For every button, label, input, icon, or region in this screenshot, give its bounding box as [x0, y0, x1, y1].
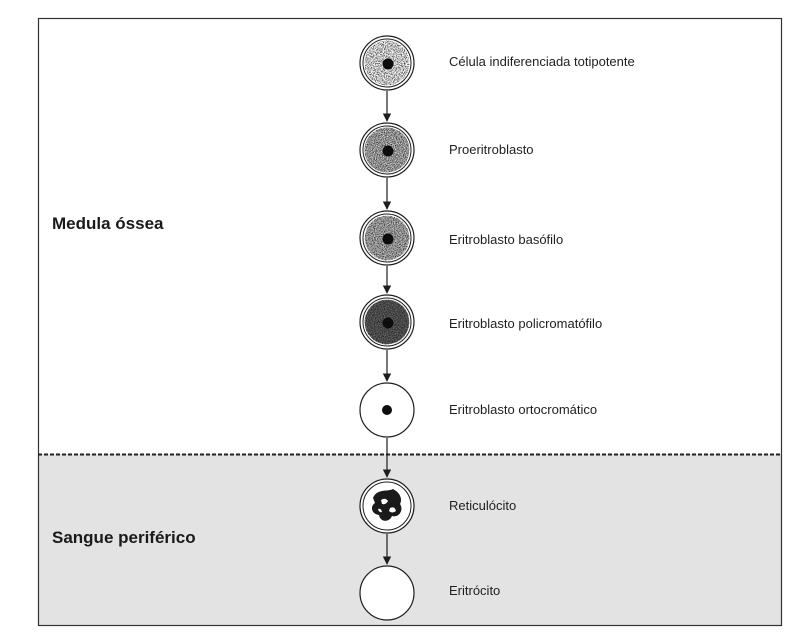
- reticular-gaps: [378, 498, 396, 513]
- peripheral-blood-label: Sangue periférico: [52, 528, 196, 547]
- cell-membrane: [359, 565, 415, 621]
- stage-label-erythrocyte: Eritrócito: [449, 583, 501, 598]
- cell-basophilic: [359, 210, 415, 266]
- bone-marrow-label: Medula óssea: [52, 214, 164, 233]
- cell-nucleus: [382, 233, 394, 245]
- cell-erythrocyte: [359, 565, 415, 621]
- cell-nucleus: [382, 145, 394, 157]
- cell-orthochromatic: [359, 382, 415, 438]
- cell-reticulocyte: [359, 478, 415, 534]
- cell-nucleus: [382, 405, 392, 415]
- stage-label-orthochromatic: Eritroblasto ortocromático: [449, 402, 598, 417]
- diagram-border: [37, 17, 783, 627]
- stage-label-polychromatic: Eritroblasto policromatófilo: [449, 316, 603, 331]
- cell-group: [359, 35, 415, 621]
- cell-nucleus: [382, 317, 394, 329]
- cell-totipotent: [359, 35, 415, 91]
- stage-label-reticulocyte: Reticulócito: [449, 498, 517, 513]
- stage-label-proerythroblast: Proeritroblasto: [449, 142, 534, 157]
- cell-polychromatic: [359, 294, 415, 350]
- cell-proerythroblast: [359, 122, 415, 178]
- stage-label-basophilic: Eritroblasto basófilo: [449, 232, 564, 247]
- reticular-network: [371, 489, 402, 521]
- cell-nucleus: [382, 58, 394, 70]
- stage-label-totipotent: Célula indiferenciada totipotente: [449, 54, 635, 69]
